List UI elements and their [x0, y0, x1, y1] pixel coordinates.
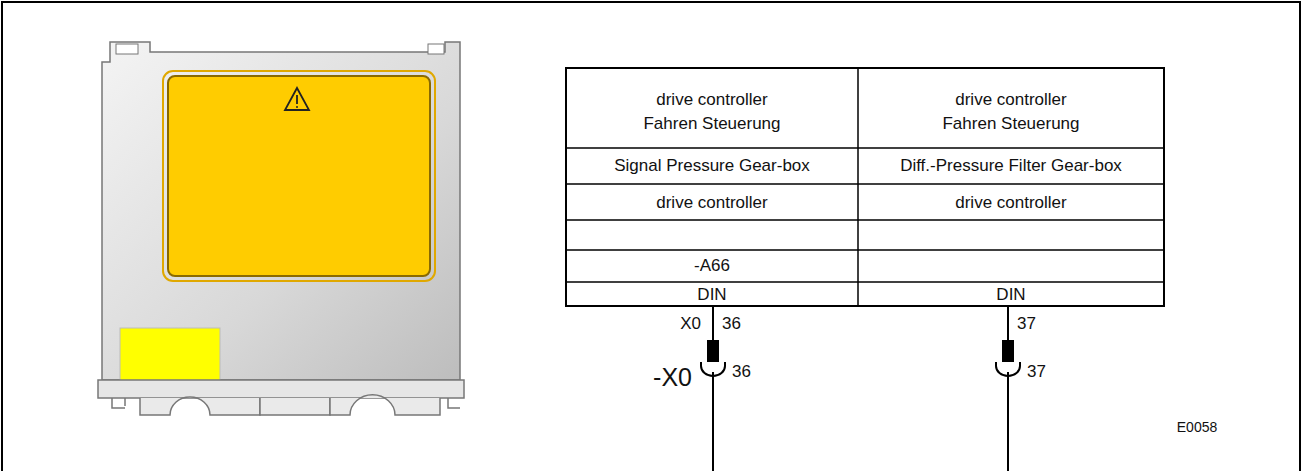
table-cell: Signal Pressure Gear-box [614, 157, 810, 176]
controller-illustration [98, 42, 464, 415]
pin-number: 36 [722, 315, 741, 334]
table-cell: drive controller [955, 91, 1067, 110]
yellow-label [120, 328, 220, 382]
table-grid [566, 68, 1164, 306]
table-cell: DIN [697, 286, 726, 305]
table-cell: Fahren Steuerung [942, 115, 1079, 134]
table-cell: Diff.-Pressure Filter Gear-box [900, 157, 1122, 176]
table-cell: drive controller [955, 194, 1067, 213]
table-cell: Fahren Steuerung [643, 115, 780, 134]
table-cell: drive controller [656, 194, 768, 213]
table-cell: DIN [996, 286, 1025, 305]
pin-number: 36 [732, 363, 751, 382]
table-cell: -A66 [694, 257, 730, 276]
table-cell: drive controller [656, 91, 768, 110]
connector-name: -X0 [653, 364, 692, 392]
pin-number: 37 [1027, 363, 1046, 382]
wire [713, 306, 1008, 471]
connector-name: X0 [680, 315, 701, 334]
pin-number: 37 [1017, 315, 1036, 334]
figure-code: E0058 [1177, 420, 1217, 435]
warning-triangle [285, 88, 309, 110]
